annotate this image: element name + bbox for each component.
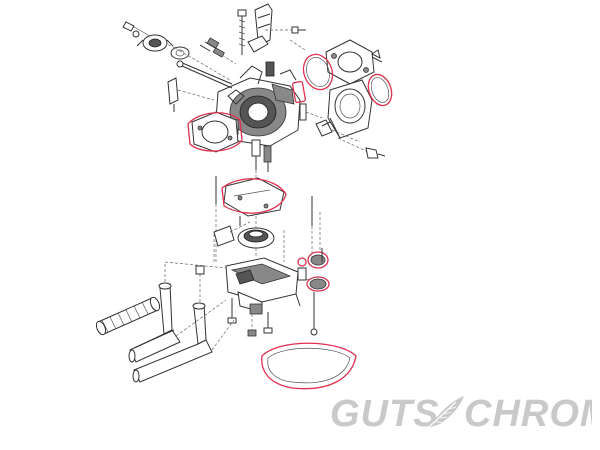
small-screw-flange	[371, 49, 383, 63]
red-small-ring-body	[292, 80, 306, 104]
float-bowl-gasket	[221, 177, 287, 217]
pump-diaphragm	[170, 46, 190, 60]
leader-lines-top	[174, 29, 306, 81]
fuel-fitting-elbow	[128, 282, 181, 363]
float-assembly	[213, 216, 251, 247]
large-bowl-o-ring	[261, 342, 357, 390]
intake-flange-upper	[325, 39, 375, 85]
vent-hose-coiled	[95, 296, 161, 336]
carb-gasket-red	[187, 111, 243, 153]
top-left-screws	[122, 21, 176, 49]
vent-fitting-elbow	[132, 302, 213, 383]
logo-word-guts: GUTS	[330, 393, 440, 434]
top-center-screw	[237, 9, 247, 55]
center-leader-lines	[213, 170, 257, 262]
idle-mixture-screws	[199, 37, 237, 65]
accelerator-pump-boot	[237, 227, 275, 249]
guts-chrome-logo: GUTS CHROME	[330, 393, 592, 434]
feather-icon	[427, 396, 464, 429]
fitting-leaders	[164, 261, 235, 351]
accelerator-pump-cover	[136, 34, 174, 52]
enrichener-plunger	[167, 77, 215, 112]
main-jet-assembly	[251, 139, 272, 172]
pump-lever-parts	[297, 248, 330, 336]
idle-screw-right	[337, 137, 386, 159]
o-ring-red-2	[367, 73, 393, 107]
bowl-screws	[215, 176, 321, 262]
throttle-bracket	[247, 3, 273, 53]
o-ring-red-1	[302, 53, 334, 91]
throttle-stop-parts	[299, 103, 361, 143]
small-screw-top-right	[291, 26, 306, 34]
logo-word-chrome: CHROME	[464, 393, 592, 434]
float-bowl	[225, 257, 301, 315]
intake-adapter	[327, 79, 373, 139]
drain-screws	[227, 298, 273, 337]
throttle-shaft	[176, 60, 233, 89]
